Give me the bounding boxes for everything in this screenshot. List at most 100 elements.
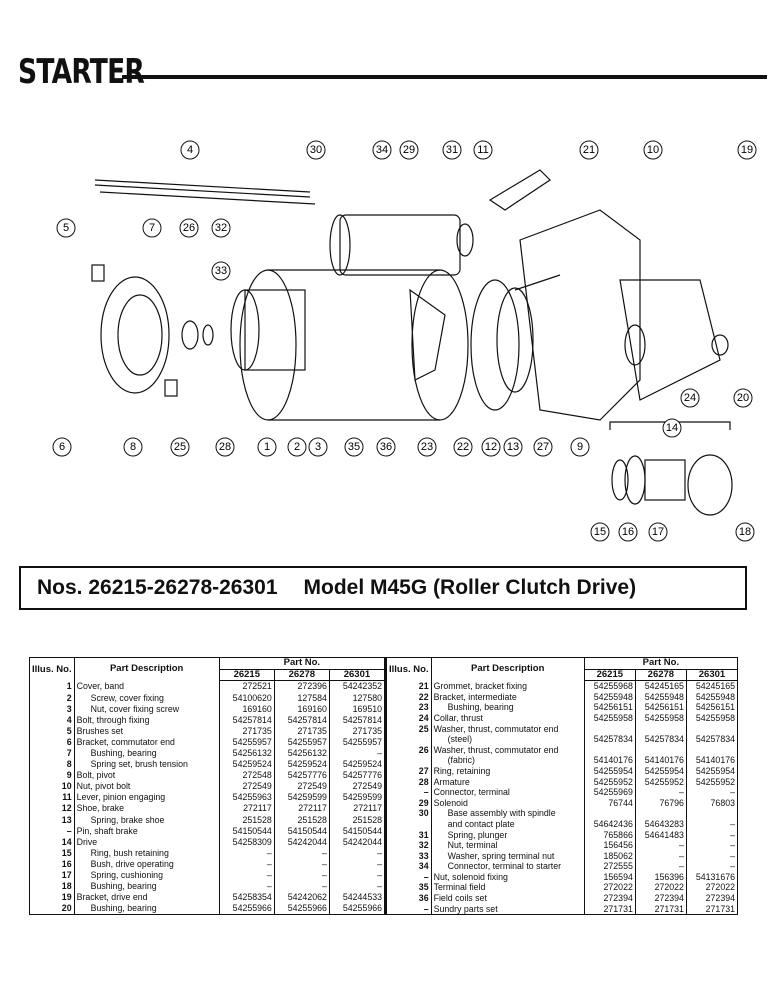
part-no-cell: 54242352	[342, 681, 382, 692]
part-description-cell: Washer, thrust, commutator end	[431, 744, 585, 756]
illus-no-cell: 8	[29, 758, 75, 770]
illus-no-cell: 5	[29, 725, 75, 737]
part-description-cell: Solenoid	[431, 797, 585, 809]
part-no-cell: –	[274, 858, 330, 870]
part-no-cell: 54643283	[635, 818, 687, 830]
col-header: 26278	[635, 669, 687, 682]
part-description-cell: Shoe, brake	[74, 803, 220, 815]
part-no-cell: –	[377, 748, 382, 759]
part-description-cell: Connector, terminal to starter	[431, 861, 585, 872]
illus-no-cell: –	[386, 871, 432, 883]
part-no-cell: –	[219, 869, 275, 881]
part-no-cell	[584, 744, 636, 756]
part-no-cell: 251528	[352, 814, 382, 825]
illus-no-cell: 15	[29, 847, 75, 859]
part-no-cell: 54255958	[635, 712, 687, 724]
part-no-cell: 272521	[219, 680, 275, 693]
part-no-cell: 54257776	[342, 770, 382, 781]
part-no-cell: 54255966	[342, 903, 382, 914]
part-no-cell: 54150544	[219, 825, 275, 837]
callout-label: 9	[577, 441, 583, 453]
illus-no-cell: 30	[386, 808, 432, 819]
part-no-cell	[584, 723, 636, 735]
part-no-cell: 54255957	[342, 736, 382, 747]
part-no-cell: 54259524	[219, 758, 275, 770]
part-no-cell	[635, 723, 687, 735]
part-no-cell: –	[635, 850, 687, 862]
col-header: 26215	[219, 669, 275, 682]
part-no-cell: –	[635, 840, 687, 851]
part-no-cell: 54255954	[635, 765, 687, 777]
callout-label: 29	[403, 144, 415, 156]
illus-no-cell: 6	[29, 736, 75, 748]
part-description-header: Part Description	[431, 657, 585, 681]
callout-label: 35	[348, 441, 360, 453]
part-no-cell: 54245165	[695, 681, 735, 692]
part-no-cell: 54257834	[635, 734, 687, 745]
part-description-cell: Grommet, bracket fixing	[431, 680, 585, 692]
parts-table-left: Illus. No. Part Description Part No. 262…	[29, 657, 385, 916]
callout-label: 17	[652, 526, 664, 538]
illus-no-cell: 3	[29, 703, 75, 715]
part-no-cell: 156594	[584, 871, 636, 883]
part-description-cell: Bracket, intermediate	[431, 691, 585, 703]
part-description-cell: Armature	[431, 776, 585, 788]
part-description-cell: Ring, bush retaining	[74, 847, 220, 859]
part-description-cell: Nut, solenoid fixing	[431, 871, 585, 883]
part-description-cell: Spring, brake shoe	[74, 814, 220, 826]
part-description-cell: Spring, plunger	[431, 829, 585, 841]
callout-label: 23	[421, 441, 433, 453]
callout-label: 21	[583, 144, 595, 156]
part-description-cell: Terminal field	[431, 882, 585, 894]
part-no-cell: 54257814	[274, 714, 330, 726]
col-header: 26215	[584, 669, 636, 682]
part-description-cell: (fabric)	[431, 755, 585, 766]
part-description-cell: Pin, shaft brake	[74, 825, 220, 837]
part-no-cell	[686, 724, 737, 735]
part-no-cell: 272396	[274, 680, 330, 693]
callout-label: 19	[741, 144, 753, 156]
model-box: Nos. 26215-26278-26301 Model M45G (Rolle…	[19, 566, 747, 610]
part-no-cell: 54256151	[584, 702, 636, 713]
illus-no-cell: 21	[386, 680, 432, 692]
illus-no-cell: 18	[29, 880, 75, 892]
part-no-cell: 54255966	[219, 903, 275, 915]
part-no-cell: 54242062	[274, 891, 330, 904]
part-no-cell: 272022	[584, 882, 636, 894]
illus-no-cell: 12	[29, 803, 75, 815]
illus-no-cell: 4	[29, 714, 75, 726]
illus-no-cell: 32	[386, 840, 432, 851]
part-description-cell: (steel)	[431, 734, 585, 745]
part-no-cell: 54255957	[274, 736, 330, 748]
part-no-cell: 271731	[705, 903, 735, 914]
part-no-cell: 54641483	[635, 829, 687, 841]
part-no-cell: –	[635, 787, 687, 798]
part-no-cell: 54259599	[342, 792, 382, 803]
part-no-cell: 54255954	[695, 765, 735, 776]
illus-no-cell: 20	[29, 903, 75, 915]
part-description-cell: Ring, retaining	[431, 765, 585, 777]
part-no-cell: 54257814	[342, 714, 382, 725]
part-no-cell: 54258354	[219, 891, 275, 904]
callout-label: 28	[219, 441, 231, 453]
diagram-callouts	[52, 140, 757, 542]
part-no-cell: 54131676	[695, 871, 735, 882]
part-no-cell: 272549	[352, 781, 382, 792]
part-description-cell: Nut, terminal	[431, 840, 585, 851]
part-description-cell: Collar, thrust	[431, 712, 585, 724]
part-no-cell: 54255954	[584, 765, 636, 777]
col-header: 26301	[686, 669, 738, 682]
